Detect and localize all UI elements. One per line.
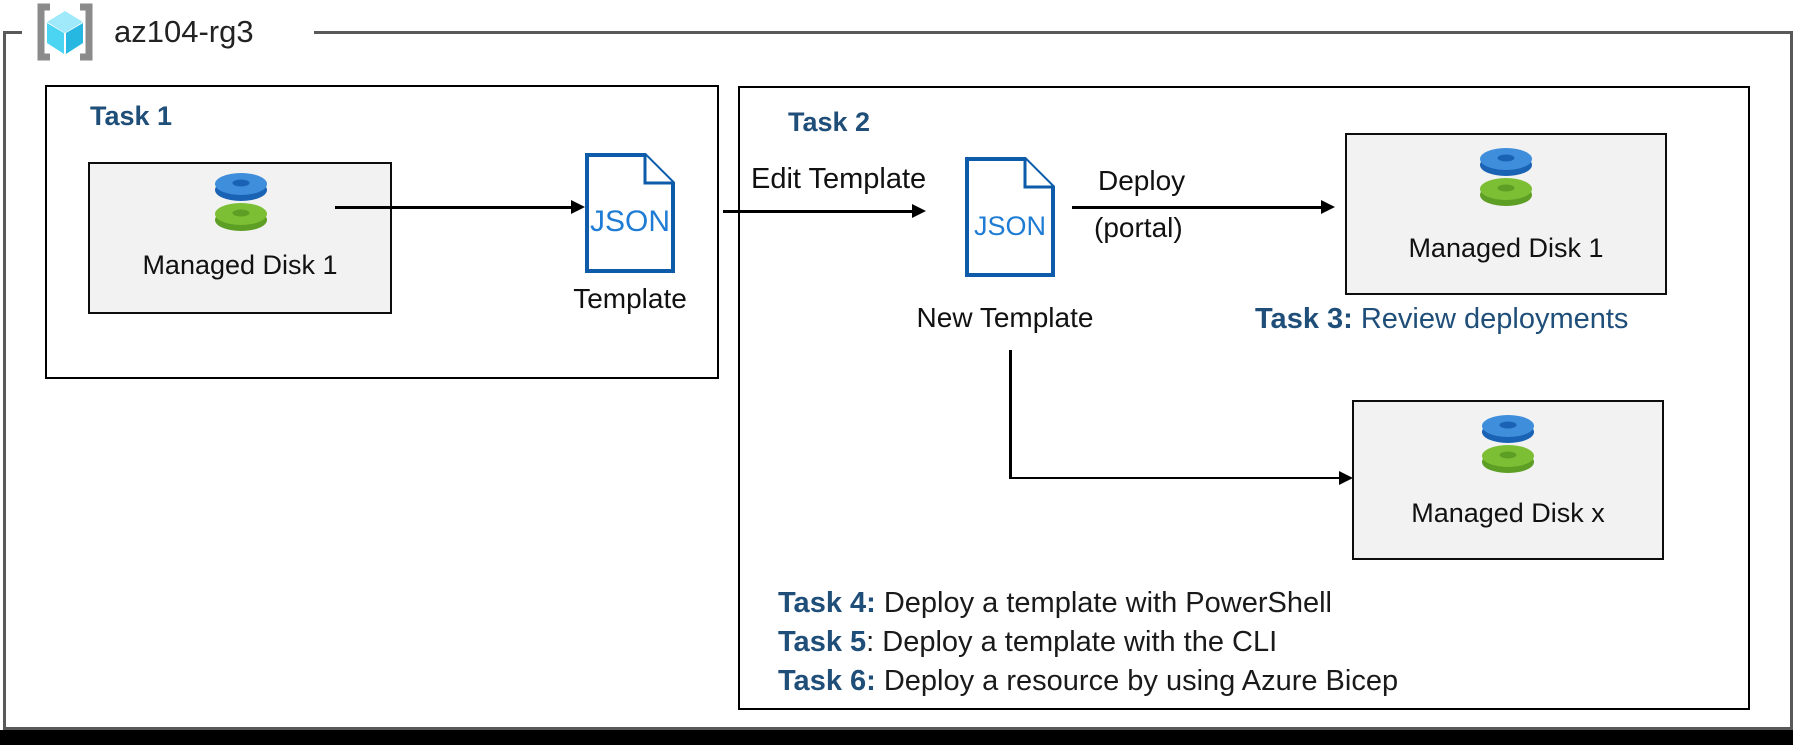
task5-prefix: Task 5 [778,626,867,658]
resource-group-legend-mask [22,28,314,38]
task4-text: Deploy a template with PowerShell [875,587,1332,619]
bottom-bar [0,730,1793,745]
deploy-arrow-head [1321,200,1335,214]
elbow-connector-head [1339,471,1353,485]
edit-template-label: Edit Template [751,163,927,195]
task6-text: Deploy a resource by using Azure Bicep [875,665,1399,697]
task3-text: Task 3: Review deployments [1255,303,1628,336]
elbow-connector-horizontal [1009,476,1339,479]
json-text: JSON [974,211,1046,241]
task4-prefix: Task 4: [778,587,876,619]
edit-template-arrow-head [912,204,926,218]
managed-disk-x-box: Managed Disk x [1352,400,1664,560]
resource-group-icon [37,3,93,61]
resource-group-frame [3,31,1793,730]
managed-disk-1-label: Managed Disk 1 [142,250,338,280]
edit-template-arrow [723,210,912,213]
managed-disk-icon [1480,148,1532,206]
task3-rest: Review deployments [1352,303,1629,335]
task1-title: Task 1 [90,101,173,131]
task3-prefix: Task 3: [1255,303,1353,335]
managed-disk-icon [1482,415,1534,473]
deploy-label: Deploy [1098,165,1186,196]
managed-disk-x-label: Managed Disk x [1411,498,1605,528]
task6-prefix: Task 6: [778,665,876,697]
arrow-disk-to-template-head [571,200,585,214]
task-list-item: Task 5: Deploy a template with the CLI [778,623,1398,662]
arrow-disk-to-template [335,206,571,209]
task-list-item: Task 6: Deploy a resource by using Azure… [778,662,1398,701]
deploy-arrow [1072,206,1321,209]
resource-group-label: az104-rg3 [114,14,254,49]
json-template-icon: JSON [585,153,675,273]
task-list-item: Task 4: Deploy a template with PowerShel… [778,584,1398,623]
task2-managed-disk-1-box: Managed Disk 1 [1345,133,1667,295]
task5-text: : Deploy a template with the CLI [866,626,1278,658]
managed-disk-icon [215,173,267,231]
task-list: Task 4: Deploy a template with PowerShel… [778,584,1398,701]
task2-title: Task 2 [788,107,871,137]
json-text: JSON [590,205,670,238]
deploy-portal-label: (portal) [1094,212,1183,243]
elbow-connector-vertical [1009,350,1012,479]
template-label: Template [573,283,687,314]
json-new-template-icon: JSON [965,157,1055,277]
managed-disk-1-box: Managed Disk 1 [88,162,392,314]
task2-managed-disk-1-label: Managed Disk 1 [1408,233,1604,263]
new-template-label: New Template [916,302,1094,333]
